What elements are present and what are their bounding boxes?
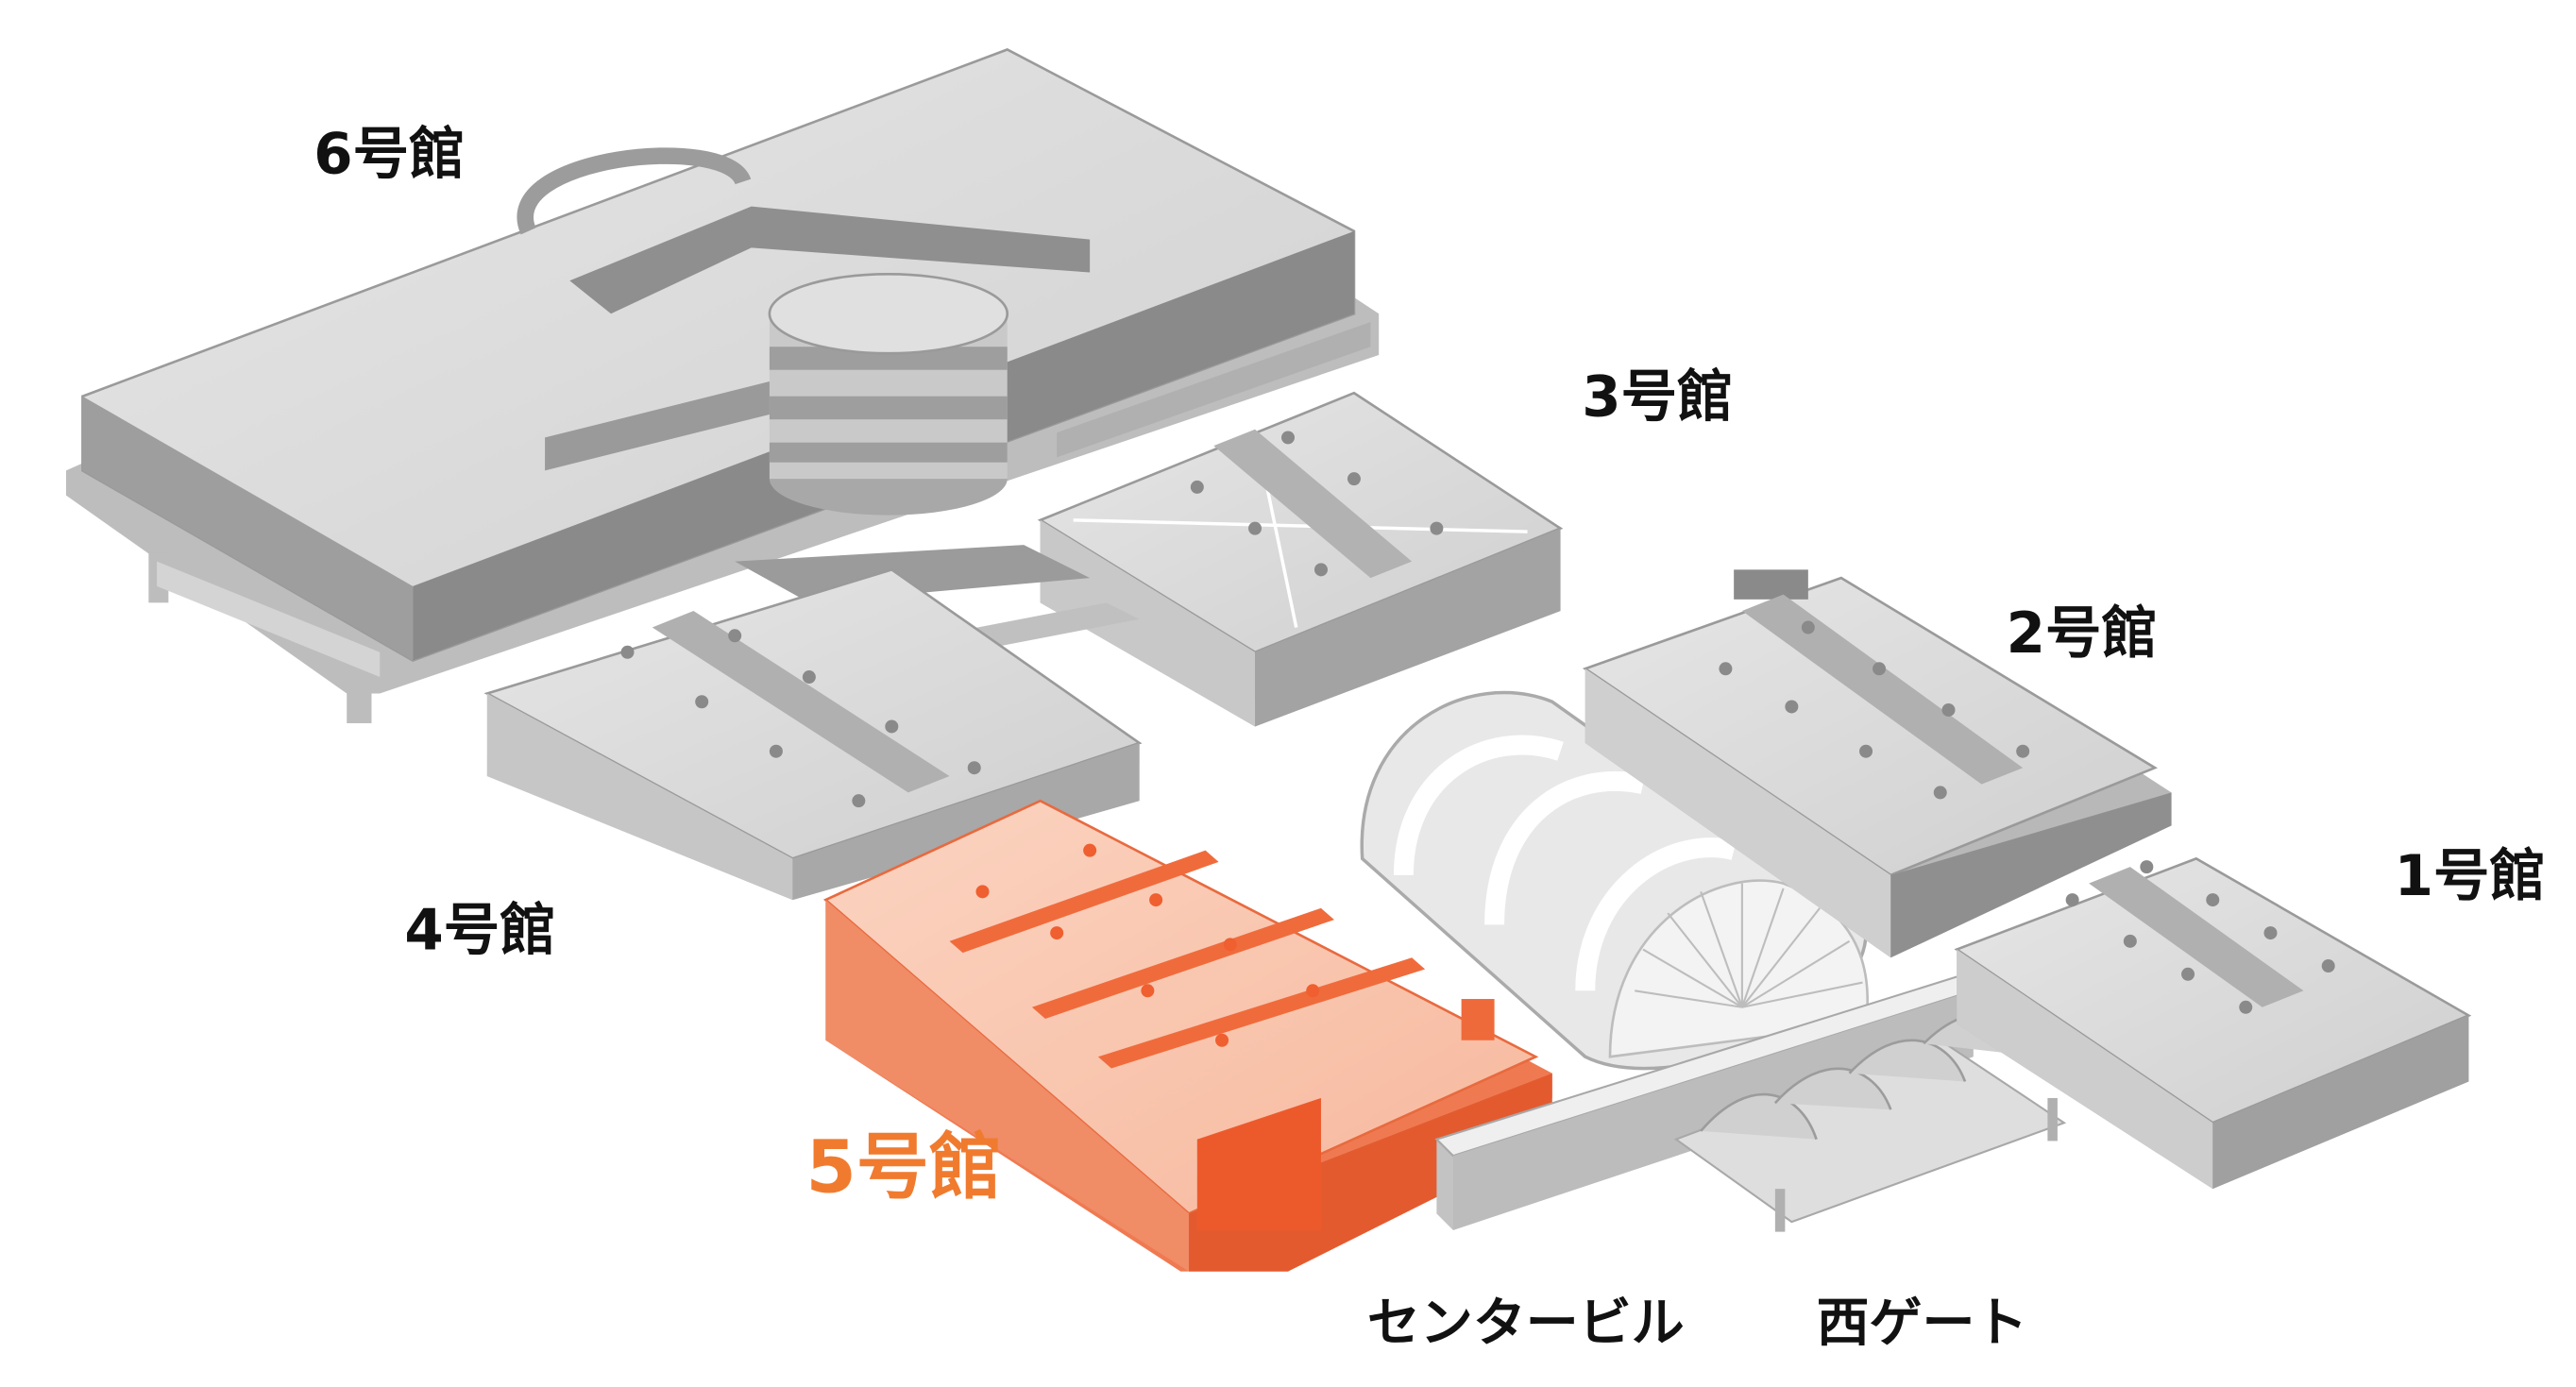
building-hall-6[interactable] [65,48,1380,723]
label-hall-5: 5号館 [805,1126,1001,1210]
label-center-building: センタービル [1367,1293,1685,1354]
building-hall-4[interactable] [483,567,1143,901]
label-hall-4: 4号館 [404,899,555,964]
building-hall-1[interactable] [1954,856,2472,1190]
label-hall-1: 1号館 [2395,844,2546,909]
building-hall-3[interactable] [1037,391,1564,727]
building-hall-2[interactable] [1582,569,2172,958]
label-west-gate: 西ゲート [1817,1293,2028,1354]
label-hall-2: 2号館 [2007,601,2158,667]
connector-6-4 [735,545,1091,603]
label-hall-3: 3号館 [1582,365,1733,431]
building-hall-5[interactable] [822,799,1552,1272]
center-building[interactable] [1360,690,1975,1230]
label-hall-6: 6号館 [314,123,465,188]
